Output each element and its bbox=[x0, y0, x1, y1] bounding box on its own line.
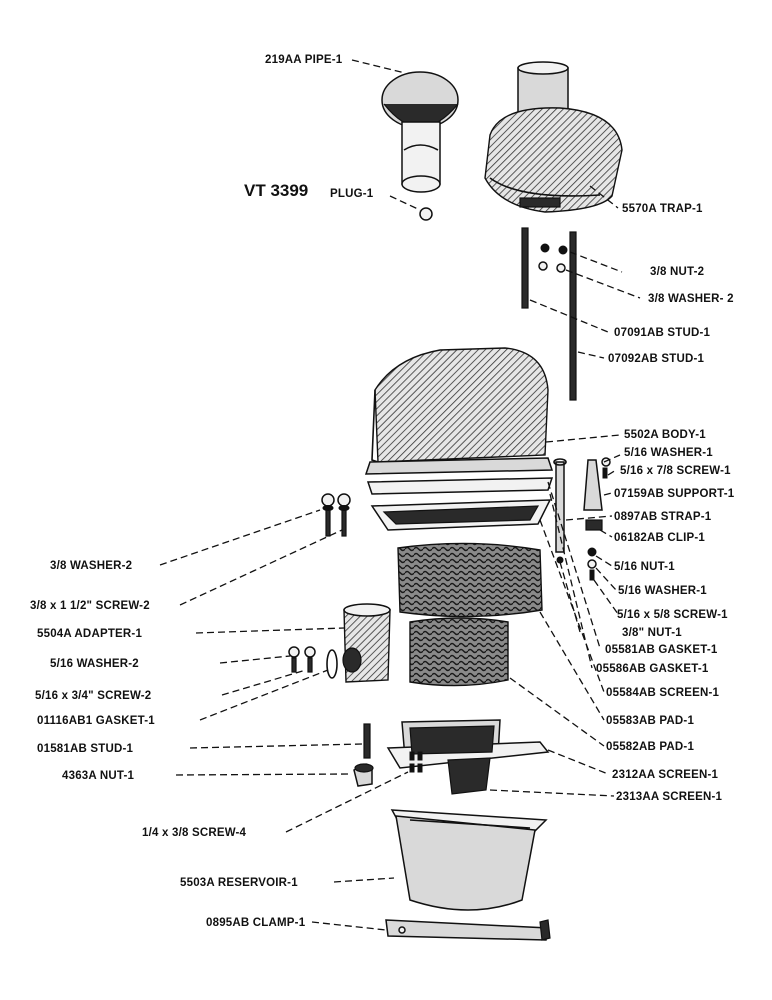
label-body: 5502A BODY-1 bbox=[624, 429, 706, 441]
gasket-screen-part bbox=[370, 499, 552, 531]
screws-14-part bbox=[409, 751, 423, 773]
label-screw516c: 5/16 x 3/4" SCREW-2 bbox=[35, 690, 151, 702]
support-part bbox=[583, 457, 611, 511]
label-screw516b: 5/16 x 5/8 SCREW-1 bbox=[617, 609, 728, 621]
label-nut516: 5/16 NUT-1 bbox=[614, 561, 675, 573]
label-strap: 0897AB STRAP-1 bbox=[614, 511, 712, 523]
label-washer2a: 3/8 WASHER- 2 bbox=[648, 293, 734, 305]
label-screen2313: 2313AA SCREEN-1 bbox=[616, 791, 723, 803]
stud-01581-part bbox=[363, 723, 371, 759]
label-clamp: 0895AB CLAMP-1 bbox=[206, 917, 306, 929]
label-plug: PLUG-1 bbox=[330, 188, 374, 200]
nut-4363-part bbox=[353, 763, 374, 787]
stud-short-part bbox=[521, 227, 529, 309]
reservoir-part bbox=[390, 809, 548, 911]
stud-long-part bbox=[569, 231, 577, 401]
screen-tray-part bbox=[386, 719, 550, 769]
pad-upper-part bbox=[397, 542, 543, 618]
label-pad2: 05582AB PAD-1 bbox=[606, 741, 694, 753]
label-pipe: 219AA PIPE-1 bbox=[265, 54, 343, 66]
label-nut38: 3/8" NUT-1 bbox=[622, 627, 682, 639]
label-pad1: 05583AB PAD-1 bbox=[606, 715, 694, 727]
label-clip: 06182AB CLIP-1 bbox=[614, 532, 705, 544]
gasket-top-part bbox=[366, 477, 554, 495]
label-gasket2: 05586AB GASKET-1 bbox=[596, 663, 709, 675]
label-support: 07159AB SUPPORT-1 bbox=[614, 488, 735, 500]
washers-screws-516-part bbox=[288, 646, 316, 673]
label-screw516: 5/16 x 7/8 SCREW-1 bbox=[620, 465, 731, 477]
label-screw38: 3/8 x 1 1/2" SCREW-2 bbox=[30, 600, 150, 612]
callout-labels: 219AA PIPE-1 PLUG-1 5570A TRAP-1 3/8 NUT… bbox=[30, 54, 735, 929]
stud-nuts-part bbox=[538, 243, 568, 273]
label-washer516b: 5/16 WASHER-1 bbox=[618, 585, 707, 597]
label-stud1: 07091AB STUD-1 bbox=[614, 327, 711, 339]
pipe-part bbox=[381, 71, 459, 193]
label-stud2: 07092AB STUD-1 bbox=[608, 353, 705, 365]
label-reservoir: 5503A RESERVOIR-1 bbox=[180, 877, 298, 889]
label-adapter: 5504A ADAPTER-1 bbox=[37, 628, 142, 640]
label-screw14: 1/4 x 3/8 SCREW-4 bbox=[142, 827, 247, 839]
pad-lower-part bbox=[409, 617, 509, 687]
label-gasket1: 05581AB GASKET-1 bbox=[605, 644, 718, 656]
label-nut2: 3/8 NUT-2 bbox=[650, 266, 704, 278]
label-trap: 5570A TRAP-1 bbox=[622, 203, 703, 215]
gasket-01116-part bbox=[326, 649, 338, 679]
label-screen1: 05584AB SCREEN-1 bbox=[606, 687, 720, 699]
label-screen2312: 2312AA SCREEN-1 bbox=[612, 769, 719, 781]
screen-small-part bbox=[447, 757, 491, 795]
plug-part bbox=[419, 207, 433, 221]
label-washer516c: 5/16 WASHER-2 bbox=[50, 658, 139, 670]
clamp-part bbox=[385, 919, 551, 941]
trap-part bbox=[484, 61, 623, 213]
adapter-part bbox=[342, 603, 391, 683]
washers-screws-38-part bbox=[321, 493, 351, 537]
figure-id: VT 3399 bbox=[244, 181, 308, 200]
body-part bbox=[364, 347, 554, 475]
label-nut4363: 4363A NUT-1 bbox=[62, 770, 134, 782]
leader-lines bbox=[159, 59, 641, 931]
clip-part bbox=[556, 519, 603, 581]
label-gasket01116: 01116AB1 GASKET-1 bbox=[37, 715, 155, 727]
label-washer38b: 3/8 WASHER-2 bbox=[50, 560, 132, 572]
label-stud01581: 01581AB STUD-1 bbox=[37, 743, 134, 755]
label-washer516: 5/16 WASHER-1 bbox=[624, 447, 713, 459]
